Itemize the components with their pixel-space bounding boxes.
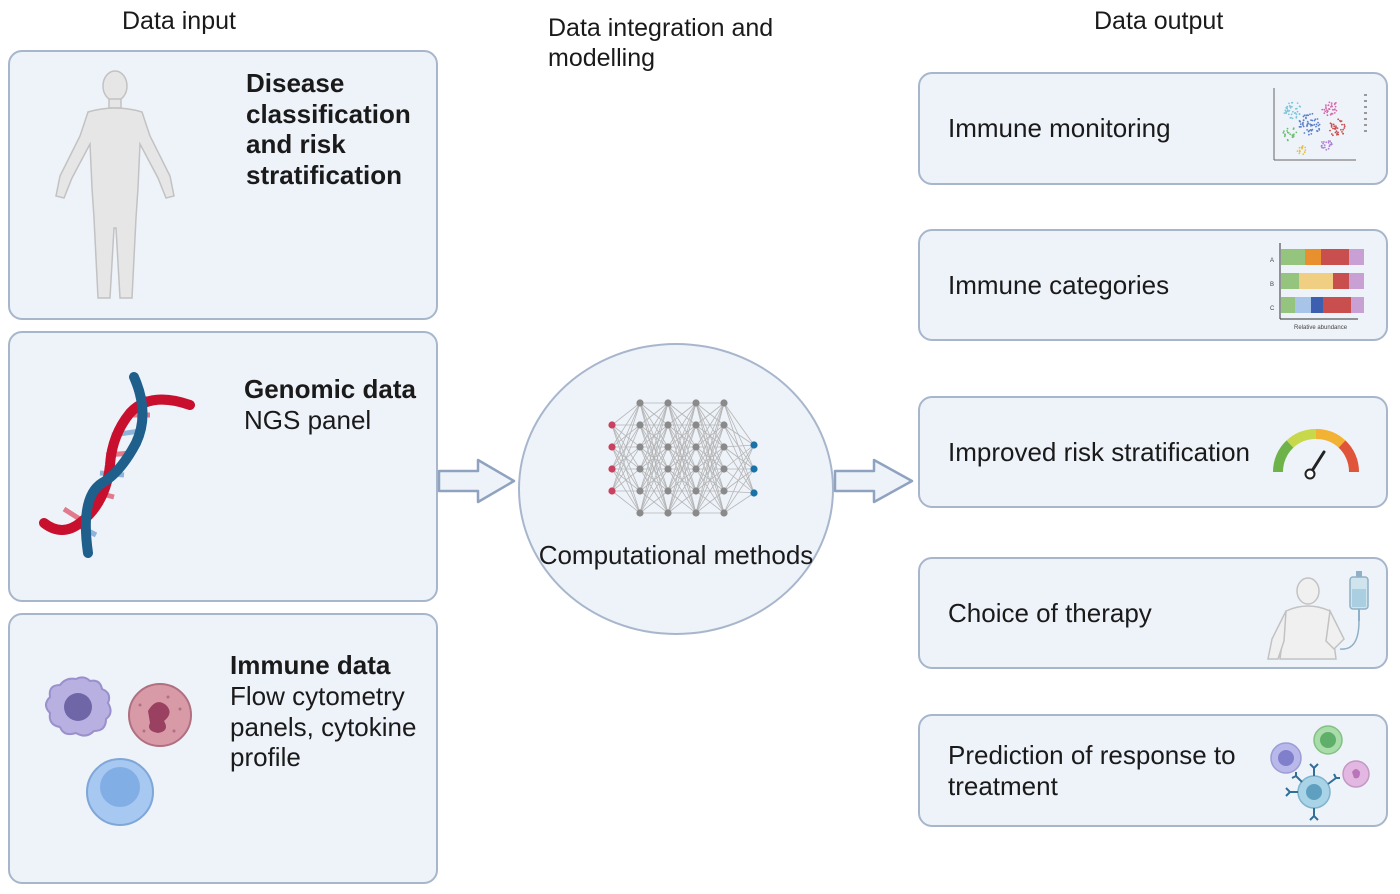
output-box-categories: Immune categories A B C Relative abundan… (918, 229, 1388, 341)
header-data-integration: Data integration and modelling (548, 14, 774, 72)
cells-antibody-icon (1270, 725, 1370, 821)
input-box-disease: Disease classification and risk stratifi… (8, 50, 438, 320)
network-node (750, 489, 758, 497)
network-node (750, 465, 758, 473)
header-data-output: Data output (1094, 7, 1224, 35)
computational-methods-node: Computational methods (518, 343, 834, 635)
network-node (720, 443, 728, 451)
network-node (636, 487, 644, 495)
network-node (692, 421, 700, 429)
network-node (608, 443, 616, 451)
network-node (664, 465, 672, 473)
mini-axis-label: Relative abundance (1294, 325, 1348, 331)
network-node (664, 509, 672, 517)
arrow-to-outputs (833, 458, 914, 504)
output-box-therapy: Choice of therapy (918, 557, 1388, 669)
arrow-to-model (437, 458, 516, 504)
mini-label-a: A (1270, 258, 1274, 264)
output-label-risk: Improved risk stratification (948, 436, 1250, 467)
mini-label-b: B (1270, 282, 1274, 288)
output-label-monitoring: Immune monitoring (948, 113, 1171, 144)
network-node (720, 509, 728, 517)
tsne-scatter-icon (1273, 88, 1367, 161)
output-box-prediction: Prediction of response to treatment (918, 714, 1388, 827)
input-title-immune: Immune data (230, 650, 391, 680)
input-subtitle-genomic: NGS panel (244, 405, 372, 435)
network-node (636, 509, 644, 517)
iv-therapy-icon (1267, 571, 1369, 660)
output-label-categories: Immune categories (948, 269, 1170, 300)
computational-methods-label: Computational methods (538, 540, 814, 570)
neural-network-icon (608, 399, 758, 517)
network-node (608, 465, 616, 473)
output-label-prediction: Prediction of response to treatment (948, 740, 1236, 801)
gauge-icon (1272, 428, 1360, 480)
network-node (664, 487, 672, 495)
input-box-genomic: Genomic data NGS panel (8, 331, 438, 602)
input-subtitle-immune: Flow cytometry panels, cytokine profile (230, 681, 417, 772)
network-node (692, 399, 700, 407)
network-node (750, 441, 758, 449)
immune-cells-icon (45, 676, 192, 826)
network-node (636, 399, 644, 407)
output-box-risk: Improved risk stratification (918, 396, 1388, 508)
network-node (720, 421, 728, 429)
network-node (608, 487, 616, 495)
network-node (664, 399, 672, 407)
dna-icon (39, 372, 195, 558)
human-body-icon (55, 70, 175, 299)
stacked-bar-icon: A B C Relative abundance (1270, 243, 1364, 331)
network-node (692, 465, 700, 473)
network-node (692, 487, 700, 495)
network-node (608, 421, 616, 429)
header-data-input: Data input (122, 7, 236, 35)
input-box-immune: Immune data Flow cytometry panels, cytok… (8, 613, 438, 884)
network-node (636, 443, 644, 451)
network-node (692, 443, 700, 451)
network-node (720, 399, 728, 407)
network-node (720, 487, 728, 495)
network-node (692, 509, 700, 517)
input-title-genomic: Genomic data (244, 374, 416, 404)
network-node (664, 421, 672, 429)
input-title-disease: Disease classification and risk stratifi… (246, 68, 411, 190)
output-label-therapy: Choice of therapy (948, 597, 1152, 628)
network-node (636, 465, 644, 473)
network-node (636, 421, 644, 429)
mini-label-c: C (1270, 306, 1275, 312)
output-box-monitoring: Immune monitoring (918, 72, 1388, 185)
network-node (664, 443, 672, 451)
network-node (720, 465, 728, 473)
